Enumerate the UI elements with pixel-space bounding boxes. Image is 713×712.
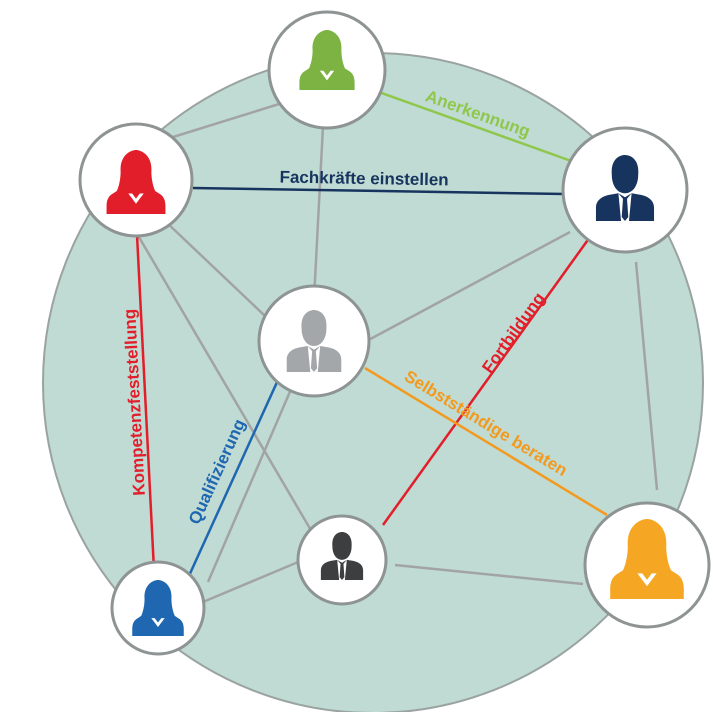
anerkennung-connector: [375, 89, 575, 164]
person-node-blue: [110, 560, 206, 656]
fachkraefte-connector: [192, 186, 566, 196]
fortbildung-connector: [381, 229, 597, 526]
person-node-navy: [561, 126, 689, 254]
person-node-red: [78, 122, 194, 238]
person-node-dark: [296, 514, 388, 606]
selbststaendige-connector: [364, 366, 608, 517]
person-node-gray: [257, 284, 371, 398]
kompetenz-connector: [135, 234, 156, 571]
label-fachkraefte: Fachkräfte einstellen: [279, 168, 448, 190]
person-node-green: [267, 10, 387, 130]
person-node-orange: [583, 501, 711, 629]
qualifizierung-connector: [186, 379, 280, 579]
